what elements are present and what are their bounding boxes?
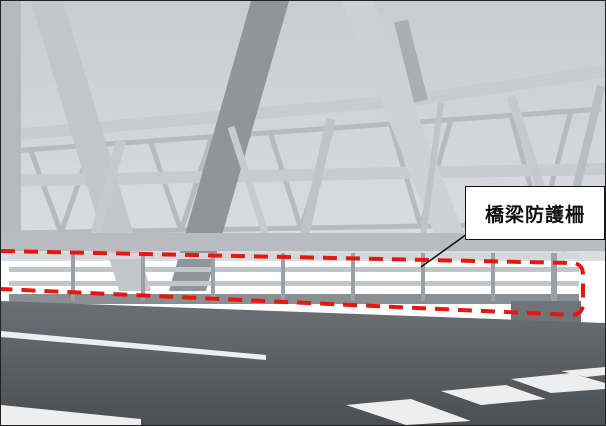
guardrail-highlight-outline xyxy=(1,249,585,318)
lane-markings xyxy=(1,331,605,425)
deck-band xyxy=(1,233,605,251)
callout-pointer xyxy=(420,233,468,268)
near-truss-diagonals xyxy=(1,1,605,291)
callout-label: 橋梁防護柵 xyxy=(465,186,605,240)
